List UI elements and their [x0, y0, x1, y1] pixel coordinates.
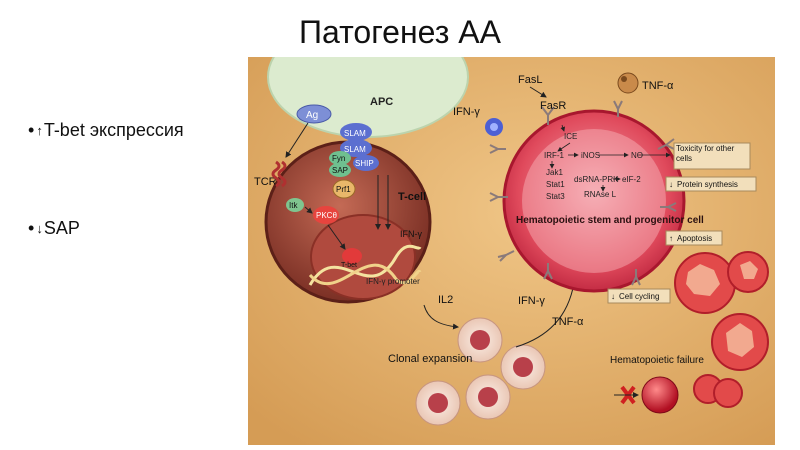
protein-synthesis-label: Protein synthesis — [677, 180, 738, 189]
tnf-out-label: TNF-α — [552, 316, 584, 328]
hsc-label: Hematopoietic stem and progenitor cell — [516, 215, 704, 226]
toxicity-box: Toxicity for other cells — [673, 142, 751, 170]
clonal-expansion-label: Clonal expansion — [388, 353, 472, 365]
bullet-tbet-expression: • ↑ T-bet экспрессия — [28, 120, 184, 141]
hsc-cell — [502, 109, 686, 293]
t-cell-label: T-cell — [398, 191, 426, 203]
stat1-label: Stat1 — [546, 180, 565, 189]
svg-text:↓: ↓ — [669, 180, 673, 189]
svg-text:↓: ↓ — [611, 292, 615, 301]
ifn-ligand-icon — [485, 118, 503, 136]
clonal-expansion-cells — [415, 317, 546, 426]
bullet-text: SAP — [43, 218, 80, 238]
antigen-ag: Ag — [296, 104, 332, 124]
slam-label-1: SLAM — [344, 129, 366, 138]
hemato-failure-label-line1: Hematopoietic failure — [610, 355, 704, 366]
down-arrow-icon: ↓ — [36, 221, 43, 236]
ifn-promoter-label: IFN-γ promoter — [366, 277, 420, 286]
fasr-label: FasR — [540, 100, 566, 112]
slide-title: Патогенез АА — [299, 14, 501, 50]
dsrna-label: dsRNA-PRK — [574, 175, 619, 184]
ifn-left-label: IFN-γ — [453, 106, 480, 118]
apoptosis-label: Apoptosis — [677, 234, 712, 243]
bullet-text: T-bet экспрессия — [43, 120, 184, 140]
tcr-receptor-icon — [271, 160, 287, 188]
fasl-label: FasL — [518, 74, 542, 86]
ifn-tcell-label: IFN-γ — [400, 229, 422, 239]
prf1-label: Prf1 — [336, 185, 351, 194]
pathway-arrows — [549, 124, 671, 192]
ag-label: Ag — [306, 110, 318, 121]
inos-label: iNOS — [581, 151, 600, 160]
itk-label: Itk — [289, 201, 298, 210]
ship-label: SHIP — [355, 159, 374, 168]
bullet-dot: • — [28, 120, 35, 140]
pathway-labels: ICE IRF-1 iNOS NO Jak1 Stat1 Stat3 dsRNA… — [544, 132, 643, 201]
stat3-label: Stat3 — [546, 192, 565, 201]
prf1-node: Prf1 — [332, 179, 356, 199]
irf1-label: IRF-1 — [544, 151, 565, 160]
dna-helix-icon — [308, 244, 422, 286]
tcr-label: TCR — [254, 176, 277, 188]
bullet-sap: • ↓ SAP — [28, 218, 80, 239]
tnf-top-label: TNF-α — [642, 80, 674, 92]
tbet-node: T-bet — [341, 248, 362, 269]
receptor-icons — [489, 100, 677, 286]
tnf-ligand-icon — [617, 72, 639, 94]
itk-node: Itk — [286, 198, 304, 212]
rnase-label: RNAse L — [584, 190, 617, 199]
fyn-sap-complex: Fyn SAP — [329, 151, 351, 177]
cell-cycling-box: ↓ Cell cycling — [607, 288, 671, 304]
no-label: NO — [631, 151, 643, 160]
il2-label: IL2 — [438, 294, 453, 306]
pathogenesis-diagram: APC T-cell Ag TCR SLAM SLAM SHIP Fyn SAP… — [248, 57, 775, 445]
t-cell: T-cell — [264, 140, 432, 304]
pkc-label: PKCθ — [316, 211, 337, 220]
cell-cycling-label: Cell cycling — [619, 292, 659, 301]
tbet-label: T-bet — [341, 262, 357, 269]
eif2-label: eIF-2 — [622, 175, 641, 184]
slam-receptors: SLAM SLAM SHIP — [340, 123, 379, 171]
red-cell-ball-icon — [641, 376, 679, 414]
ice-label: ICE — [564, 132, 577, 141]
apoptosis-box: ↑ Apoptosis — [665, 230, 723, 246]
bullet-dot: • — [28, 218, 35, 238]
ifn-out-label: IFN-γ — [518, 295, 545, 307]
fyn-label: Fyn — [332, 154, 345, 163]
protein-synthesis-box: ↓ Protein synthesis — [665, 176, 757, 192]
slam-label-2: SLAM — [344, 145, 366, 154]
sap-label: SAP — [332, 166, 348, 175]
apc-label: APC — [370, 96, 393, 108]
pkc-node: PKCθ — [313, 206, 339, 224]
up-arrow-icon: ↑ — [36, 123, 43, 138]
svg-text:↑: ↑ — [669, 234, 673, 243]
damaged-cells — [674, 251, 769, 408]
jak1-label: Jak1 — [546, 168, 563, 177]
toxicity-label: Toxicity for other cells — [676, 144, 735, 163]
